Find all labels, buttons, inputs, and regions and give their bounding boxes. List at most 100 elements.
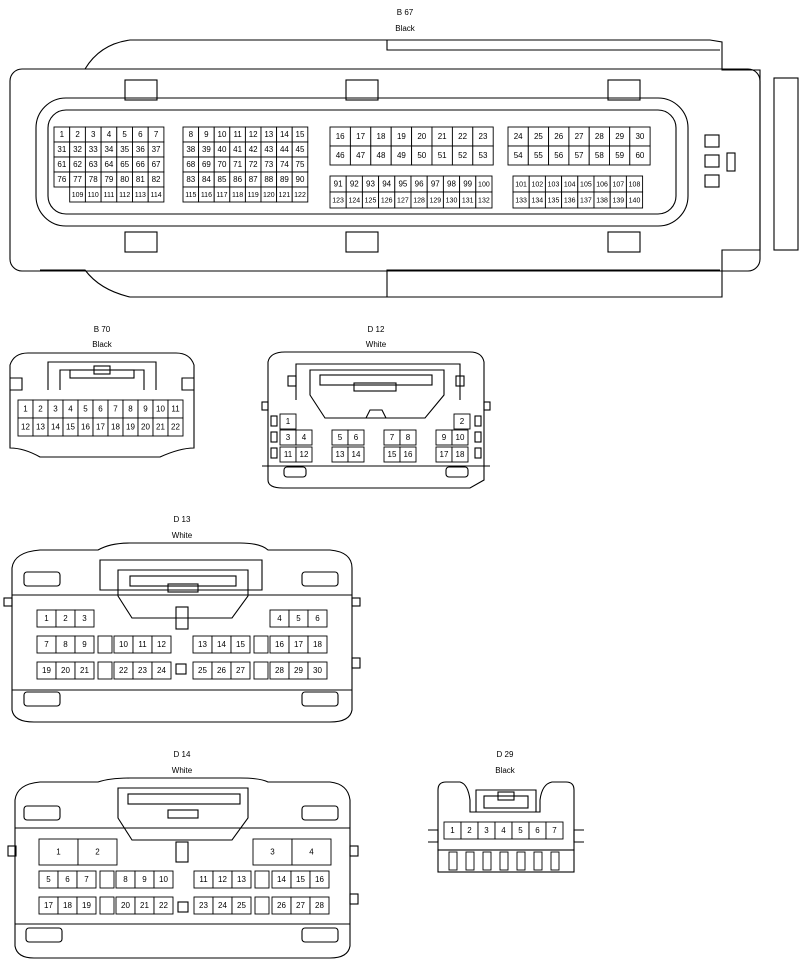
pin-number: 90 [296, 175, 305, 184]
pin-cell-5: 5 [77, 399, 94, 419]
pin-number: 24 [157, 666, 166, 675]
pin-cell-14: 14 [211, 635, 232, 654]
pin-number: 51 [438, 151, 447, 160]
pin-number: 12 [300, 450, 309, 459]
pin-cell-93: 93 [361, 175, 380, 193]
pin-box [451, 446, 469, 463]
pin-cell-5: 5 [331, 429, 349, 446]
pin-number: 110 [88, 192, 99, 199]
pin-cell-133: 133 [512, 191, 530, 209]
pin-cell-74: 74 [276, 156, 293, 173]
pin-number: 9 [143, 405, 148, 414]
pin-cell-18: 18 [107, 417, 124, 437]
pin-cell-17: 17 [349, 126, 372, 147]
b67-latch [345, 231, 379, 253]
pin-cell-10: 10 [213, 126, 231, 143]
pin-cell-115: 115 [182, 186, 200, 203]
pin-cell-28: 28 [309, 896, 330, 915]
d13-side-bump [351, 597, 361, 607]
b67-side-key [704, 134, 720, 148]
pin-cell-125: 125 [361, 191, 380, 209]
pin-cell-52: 52 [451, 145, 474, 166]
d13-color: White [172, 531, 193, 540]
pin-cell-18: 18 [57, 896, 78, 915]
pin-cell-10: 10 [152, 399, 169, 419]
pin-number: 43 [264, 145, 273, 154]
pin-cell-12: 12 [17, 417, 34, 437]
pin-cell-27: 27 [290, 896, 311, 915]
pin-number: 16 [81, 423, 90, 432]
pin-number: 8 [63, 640, 68, 649]
pin-cell-13: 13 [192, 635, 213, 654]
pin-cell-25: 25 [231, 896, 252, 915]
pin-number: 2 [75, 130, 80, 139]
blank-cell [254, 870, 270, 889]
pin-cell-8: 8 [122, 399, 139, 419]
terminal-slot [482, 851, 492, 871]
pin-cell-24: 24 [212, 896, 233, 915]
pin-number: 78 [89, 175, 98, 184]
b67-side-key [704, 154, 720, 168]
pin-cell-13: 13 [331, 446, 349, 463]
pin-number: 11 [171, 405, 180, 414]
pin-cell-105: 105 [577, 175, 595, 193]
pin-number: 2 [38, 405, 43, 414]
b67-latch [607, 231, 641, 253]
terminal-slot [448, 851, 458, 871]
pin-number: 3 [286, 433, 291, 442]
pin-number: 15 [388, 450, 397, 459]
d12-lock-bar [319, 374, 433, 386]
pin-number: 131 [462, 197, 474, 204]
pin-number: 112 [119, 192, 130, 199]
pin-number: 36 [136, 145, 145, 154]
pin-cell-134: 134 [528, 191, 546, 209]
d13-corner-latch [301, 571, 339, 587]
pin-number: 3 [270, 848, 275, 857]
pin-number: 7 [44, 640, 49, 649]
pin-number: 71 [233, 160, 242, 169]
pin-cell-7: 7 [383, 429, 401, 446]
d13-foot [23, 691, 61, 707]
b67-latch [124, 79, 158, 101]
pin-number: 30 [635, 132, 644, 141]
pin-number: 2 [63, 614, 68, 623]
pin-number: 6 [535, 826, 540, 835]
pin-number: 9 [142, 875, 147, 884]
pin-number: 19 [82, 901, 91, 910]
pin-cell-23: 23 [132, 661, 153, 680]
pin-number: 11 [233, 130, 242, 139]
pin-cell-20: 20 [115, 896, 136, 915]
pin-cell-56: 56 [548, 145, 570, 166]
pin-number: 21 [80, 666, 89, 675]
pin-box [307, 609, 328, 628]
pin-cell-8: 8 [55, 635, 76, 654]
pin-number: 34 [104, 145, 113, 154]
pin-number: 76 [57, 175, 66, 184]
pin-box [629, 145, 651, 166]
pin-cell-128: 128 [410, 191, 428, 209]
blank-cell [99, 870, 115, 889]
pin-box [399, 446, 417, 463]
pin-cell-12: 12 [212, 870, 233, 889]
b67-latch [607, 79, 641, 101]
d13-lock-inner [117, 569, 249, 619]
d14-lock-frame [117, 787, 249, 841]
pin-cell-6: 6 [132, 126, 149, 143]
pin-cell-84: 84 [198, 171, 215, 188]
pin-cell-66: 66 [132, 156, 149, 173]
d12-lock-frame [295, 363, 461, 400]
pin-number: 33 [89, 145, 98, 154]
pin-number: 18 [313, 640, 322, 649]
pin-cell-43: 43 [260, 141, 278, 158]
pin-cell-3: 3 [477, 821, 496, 840]
b67-housing-main [9, 68, 761, 272]
pin-box [231, 896, 252, 915]
pin-number: 26 [277, 901, 286, 910]
pin-box [291, 838, 332, 866]
pin-number: 111 [104, 192, 115, 199]
pin-number: 30 [313, 666, 322, 675]
pin-cell-26: 26 [271, 896, 292, 915]
